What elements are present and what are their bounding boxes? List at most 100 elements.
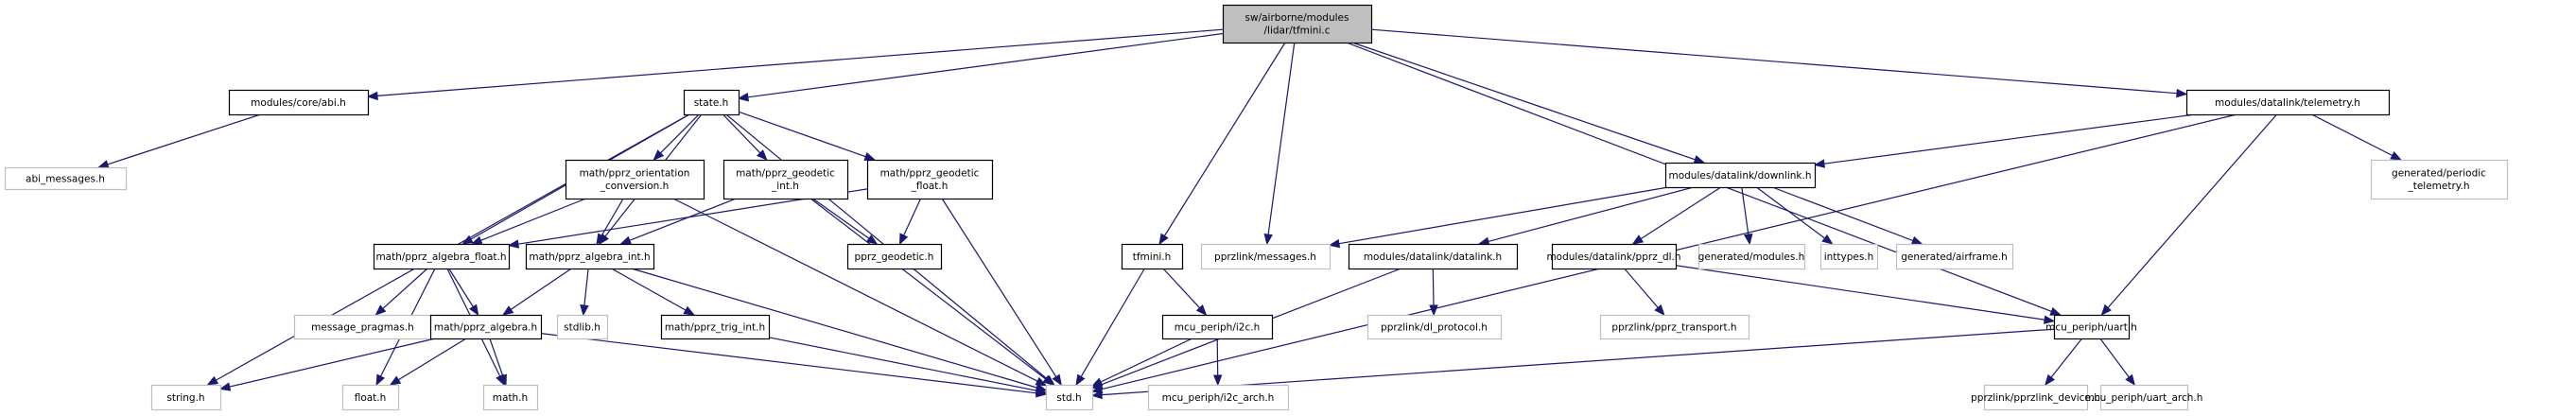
node-pprzlink-dl-protocol-h[interactable]: pprzlink/dl_protocol.h — [1366, 314, 1503, 340]
edge-line — [659, 113, 700, 154]
edge-geo_int-to-pprz_geodetic — [812, 198, 879, 245]
node-float-h[interactable]: float.h — [341, 384, 400, 411]
edge-geo_float-to-std — [941, 198, 1062, 387]
arrowhead — [2100, 303, 2112, 317]
node-generated-modules-h[interactable]: generated/modules.h — [1698, 243, 1806, 270]
arrowhead — [218, 382, 232, 391]
node-pprzlink-pprz-transport-h[interactable]: pprzlink/pprz_transport.h — [1599, 314, 1750, 340]
node-math-pprz-orientation-conversion-h[interactable]: math/pprz_orientation_conversion.h — [565, 159, 705, 200]
edge-tfmini_h-to-std — [1075, 268, 1145, 387]
edge-line — [1756, 186, 1825, 239]
edges-layer — [96, 28, 2403, 400]
node-label: tfmini.h — [1133, 251, 1172, 263]
node-math-pprz-geodetic-float-h[interactable]: math/pprz_geodetic_float.h — [866, 159, 994, 200]
node-label: modules/datalink/downlink.h — [1668, 170, 1811, 182]
node-box — [2370, 159, 2509, 200]
edge-telemetry-to-downlink — [1813, 113, 2196, 168]
edge-line — [480, 198, 586, 241]
edge-line — [1624, 268, 1659, 308]
node-mcu-periph-i2c-arch-h[interactable]: mcu_periph/i2c_arch.h — [1147, 384, 1290, 411]
node-math-pprz-algebra-int-h[interactable]: math/pprz_algebra_int.h — [525, 243, 655, 270]
edge-line — [1640, 186, 1722, 240]
node-message-pragmas-h[interactable]: message_pragmas.h — [293, 314, 433, 340]
arrowhead — [501, 305, 514, 316]
node-box — [2053, 314, 2131, 340]
edge-downlink-to-gen_modules — [1741, 186, 1753, 246]
node-generated-airframe-h[interactable]: generated/airframe.h — [1895, 243, 2014, 270]
node-tfmini-h[interactable]: tfmini.h — [1121, 243, 1184, 270]
edge-state-to-orient — [653, 113, 700, 161]
node-sw-airborne-modules-lidar-tfmini-c[interactable]: sw/airborne/modules/lidar/tfmini.c — [1222, 4, 1373, 44]
node-label: modules/core/abi.h — [251, 97, 346, 109]
node-inttypes-h[interactable]: inttypes.h — [1819, 243, 1879, 270]
node-label: sw/airborne/modules — [1245, 12, 1349, 24]
arrowhead — [96, 160, 110, 169]
edge-line — [229, 338, 436, 388]
node-box — [525, 243, 655, 270]
node-math-pprz-algebra-h[interactable]: math/pprz_algebra.h — [429, 314, 543, 340]
node-label: mcu_periph/uart.h — [2045, 321, 2137, 333]
node-string-h[interactable]: string.h — [150, 384, 222, 411]
edge-line — [1432, 268, 1435, 306]
edge-line — [397, 338, 467, 381]
node-modules-datalink-telemetry-h[interactable]: modules/datalink/telemetry.h — [2185, 89, 2391, 116]
edge-orient-to-alg_float — [470, 198, 586, 245]
node-box — [1664, 162, 1817, 189]
edge-line — [107, 113, 261, 165]
arrowhead — [2044, 373, 2055, 387]
edge-downlink-to-inttypes — [1756, 186, 1834, 245]
node-label: state.h — [694, 97, 729, 109]
node-pprzlink-pprzlink-device-h[interactable]: pprzlink/pprzlink_device.h — [1971, 384, 2100, 411]
node-box — [1551, 243, 1678, 270]
node-modules-datalink-downlink-h[interactable]: modules/datalink/downlink.h — [1664, 162, 1817, 189]
edge-line — [2311, 113, 2393, 157]
node-mcu-periph-i2c-h[interactable]: mcu_periph/i2c.h — [1161, 314, 1274, 340]
node-generated-periodic-telemetry-h[interactable]: generated/periodic_telemetry.h — [2370, 159, 2509, 200]
edge-pprz_dl-to-uart — [1675, 265, 2056, 324]
node-mcu-periph-uart-h[interactable]: mcu_periph/uart.h — [2045, 314, 2137, 340]
node-state-h[interactable]: state.h — [683, 89, 740, 116]
node-box — [1983, 384, 2089, 411]
edge-state-to-geo_int — [722, 113, 768, 161]
node-box — [1366, 314, 1503, 340]
edge-line — [941, 198, 1057, 377]
node-box — [660, 314, 771, 340]
node-pprz-geodetic-h[interactable]: pprz_geodetic.h — [846, 243, 943, 270]
arrowhead — [1035, 386, 1048, 395]
edge-root-to-abi — [366, 28, 1224, 101]
node-abi-messages-h[interactable]: abi_messages.h — [4, 166, 128, 191]
edge-line — [1100, 338, 1192, 383]
node-box — [1045, 384, 1094, 411]
node-label: inttypes.h — [1824, 251, 1874, 263]
edge-line — [809, 198, 1047, 380]
node-modules-datalink-pprz-dl-h[interactable]: modules/datalink/pprz_dl.h — [1546, 243, 1681, 270]
node-math-pprz-algebra-float-h[interactable]: math/pprz_algebra_float.h — [373, 243, 511, 270]
node-math-h[interactable]: math.h — [482, 384, 539, 411]
arrowhead — [2043, 315, 2056, 324]
node-box — [1200, 243, 1332, 270]
edge-alg_float-to-alg — [448, 268, 479, 317]
edge-alg-to-math — [489, 338, 507, 387]
node-box — [556, 314, 609, 340]
edge-line — [1370, 28, 2178, 95]
edge-line — [1267, 42, 1296, 235]
arrowhead — [757, 149, 768, 161]
node-box — [683, 89, 740, 116]
node-mcu-periph-uart-arch-h[interactable]: mcu_periph/uart_arch.h — [2085, 384, 2203, 411]
node-modules-datalink-datalink-h[interactable]: modules/datalink/datalink.h — [1348, 243, 1519, 270]
arrowhead — [375, 373, 385, 387]
node-std-h[interactable]: std.h — [1045, 384, 1094, 411]
node-pprzlink-messages-h[interactable]: pprzlink/messages.h — [1200, 243, 1332, 270]
node-modules-core-abi-h[interactable]: modules/core/abi.h — [228, 89, 370, 116]
node-stdlib-h[interactable]: stdlib.h — [556, 314, 609, 340]
arrowhead — [737, 92, 749, 102]
edge-root-to-pl_messages — [1263, 42, 1296, 246]
node-math-pprz-geodetic-int-h[interactable]: math/pprz_geodetic_int.h — [722, 159, 849, 200]
node-math-pprz-trig-int-h[interactable]: math/pprz_trig_int.h — [660, 314, 771, 340]
node-label: pprzlink/messages.h — [1214, 251, 1316, 263]
edge-root-to-tfmini_h — [1158, 42, 1286, 246]
node-box — [1222, 4, 1373, 44]
edge-uart-to-pprzlink_device — [2044, 338, 2083, 387]
arrowhead — [507, 239, 520, 249]
edge-line — [489, 338, 504, 376]
